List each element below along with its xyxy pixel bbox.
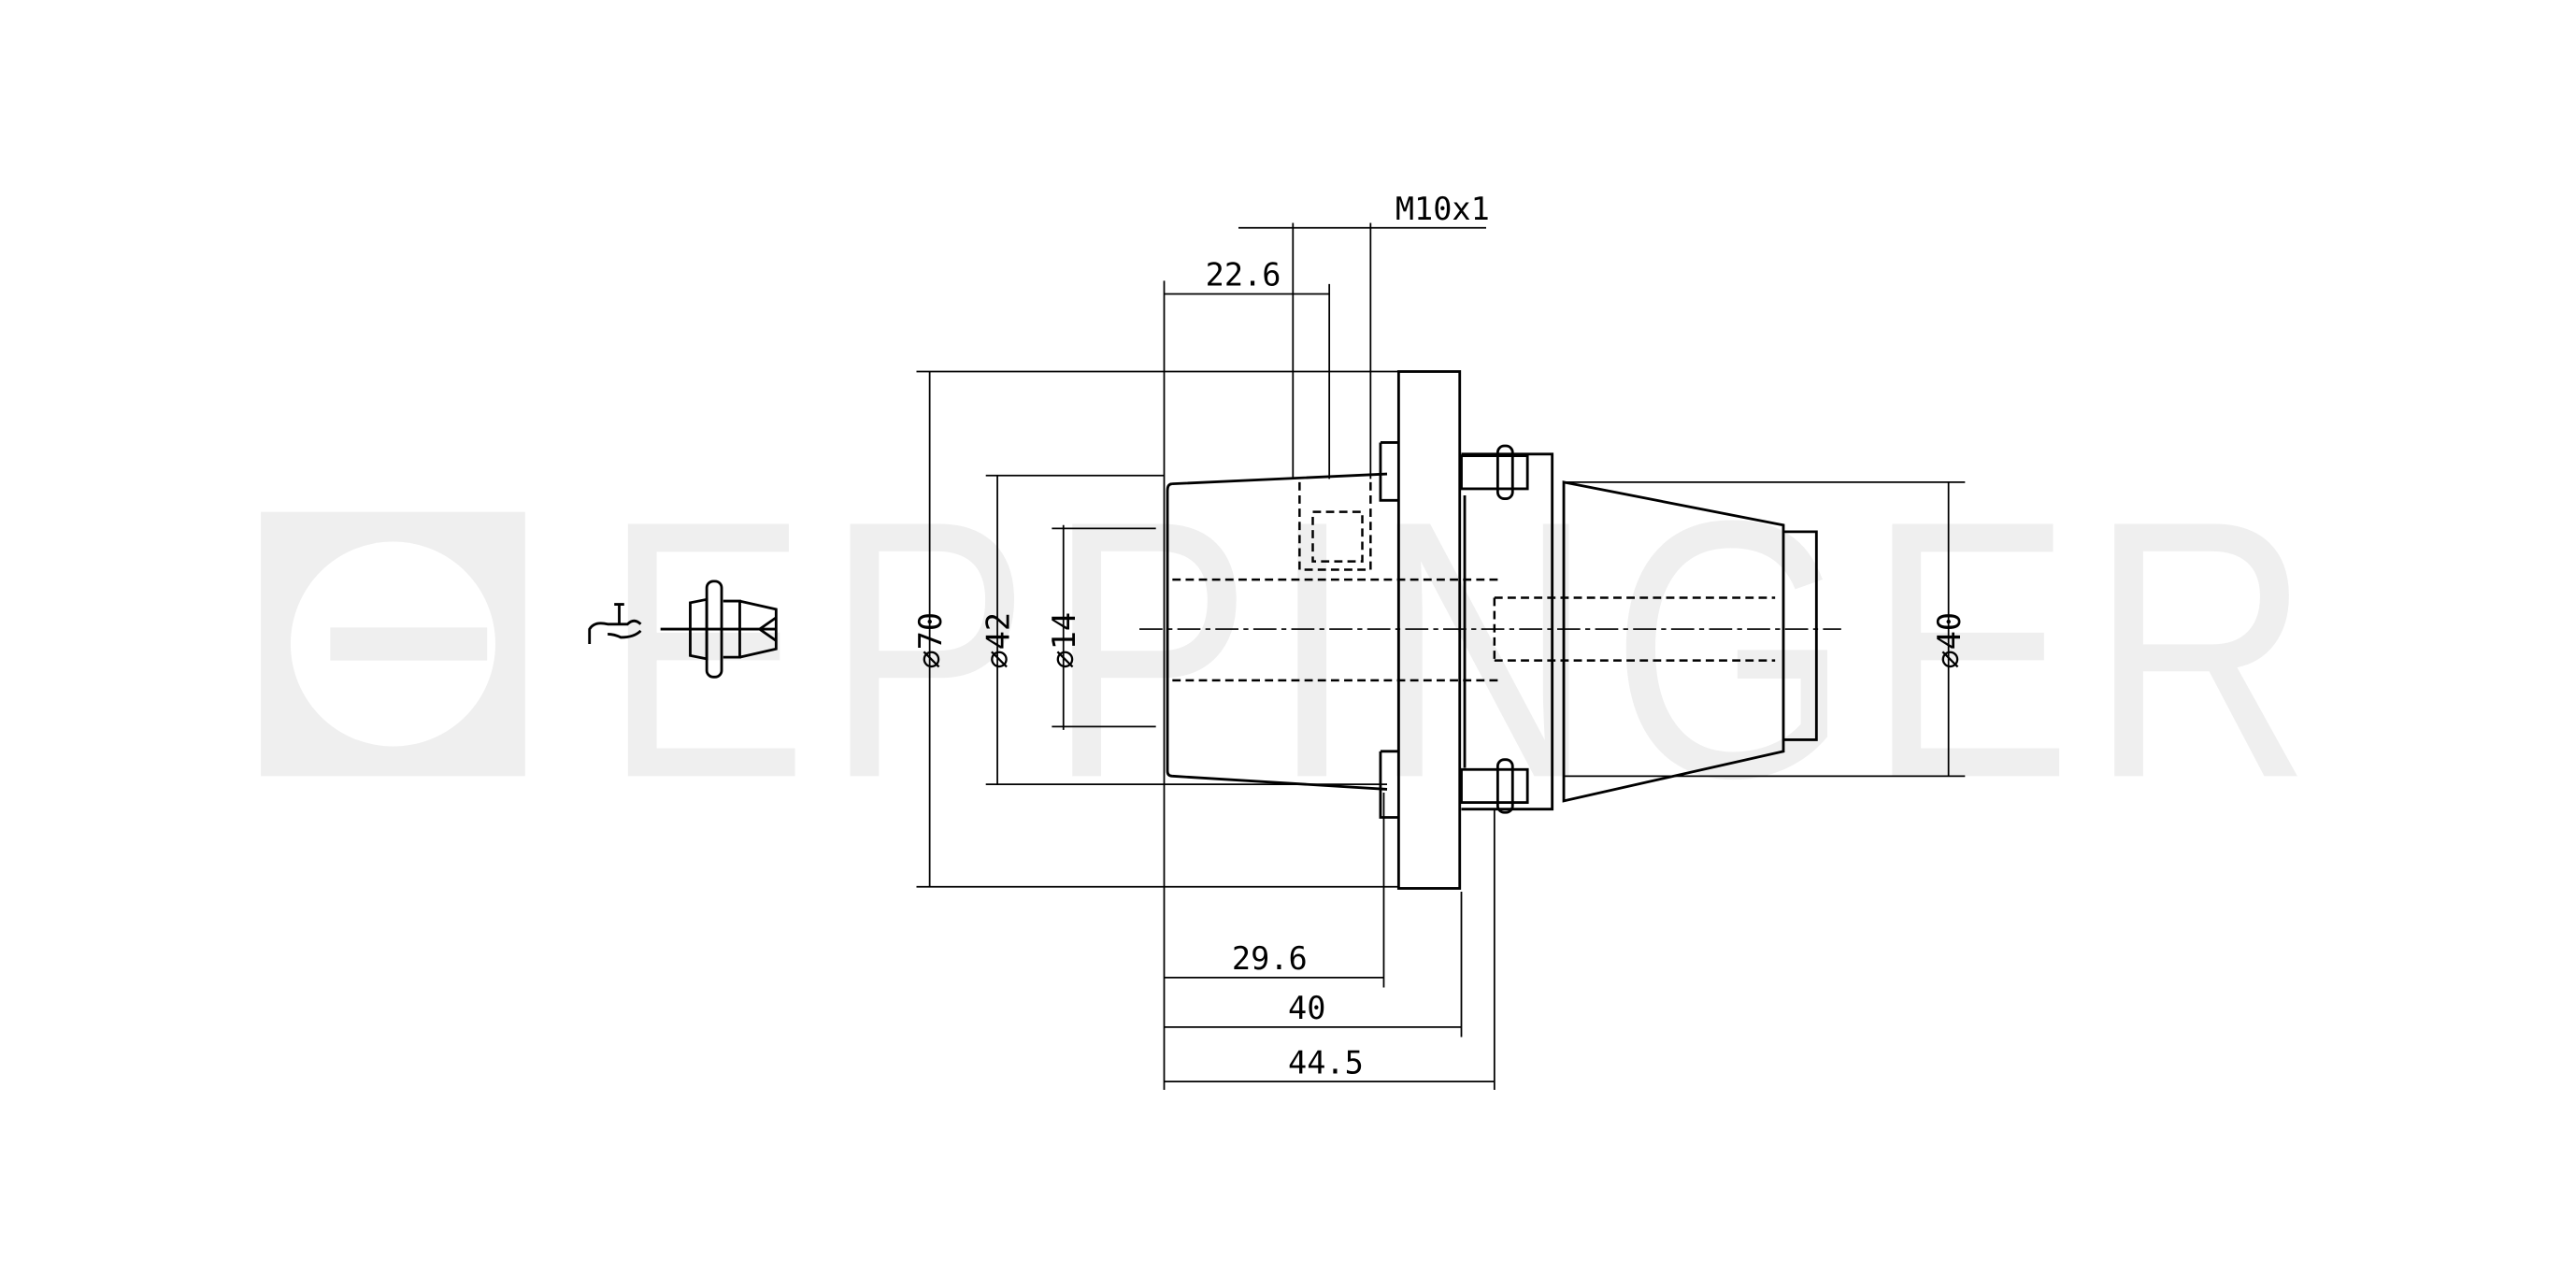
dim-dia-14: ⌀14 [1046,612,1082,669]
pins [1460,444,1554,814]
diameter-dimensions: ⌀70 ⌀42 ⌀14 ⌀40 [912,371,1968,887]
eppinger-watermark: EPPINGER [261,445,2328,854]
dim-29-6: 29.6 [1232,940,1308,977]
flange [1379,370,1467,890]
tool-holder-icon [660,580,778,679]
shank-body [1166,472,1503,791]
dim-thread: M10x1 [1395,191,1490,227]
dim-22-6: 22.6 [1206,257,1281,293]
coolant-tap-icon [588,603,642,644]
length-dimensions: M10x1 22.6 29.6 40 44.5 [1164,191,1495,1083]
dim-dia-40: ⌀40 [1931,612,1968,669]
dim-44-5: 44.5 [1288,1044,1364,1080]
dim-40: 40 [1288,990,1325,1026]
dim-dia-70: ⌀70 [912,612,949,669]
dim-dia-42: ⌀42 [980,612,1016,669]
extension-lines [916,222,1966,1090]
taper-cone [1493,480,1818,803]
svg-text:EPPINGER: EPPINGER [603,445,2328,854]
